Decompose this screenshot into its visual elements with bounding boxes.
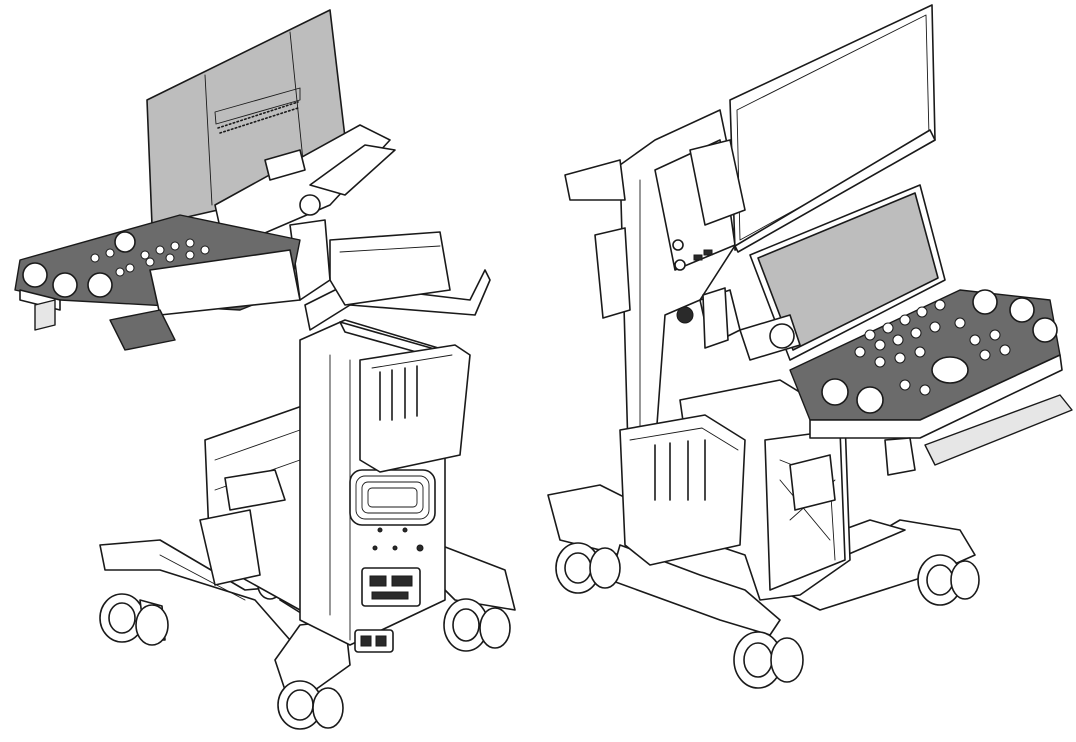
cart-rear-view xyxy=(14,9,516,730)
rear-io-panel xyxy=(361,567,421,607)
caster-front-right xyxy=(277,680,344,730)
base-front xyxy=(547,484,976,636)
caster-front-left xyxy=(99,593,169,646)
speaker-grille xyxy=(217,101,299,134)
monitor-arm-front xyxy=(689,139,746,226)
front-storage-basket xyxy=(619,414,746,566)
cart-front-view xyxy=(547,4,1073,689)
speaker xyxy=(676,306,694,324)
trackball xyxy=(931,356,969,384)
control-panel-rear xyxy=(14,214,301,351)
probe-holder xyxy=(109,309,176,351)
vent-grille xyxy=(349,469,436,526)
caster-rear-right xyxy=(443,598,511,652)
side-handle xyxy=(564,159,626,201)
gel-holder xyxy=(224,469,286,511)
upper-back-cover xyxy=(329,231,451,306)
usb-port xyxy=(672,239,684,251)
rear-storage-basket xyxy=(359,344,471,473)
side-bin xyxy=(199,509,261,586)
control-panel-front xyxy=(789,289,1073,476)
side-hook-bin xyxy=(594,227,631,319)
front-handle xyxy=(924,394,1073,466)
